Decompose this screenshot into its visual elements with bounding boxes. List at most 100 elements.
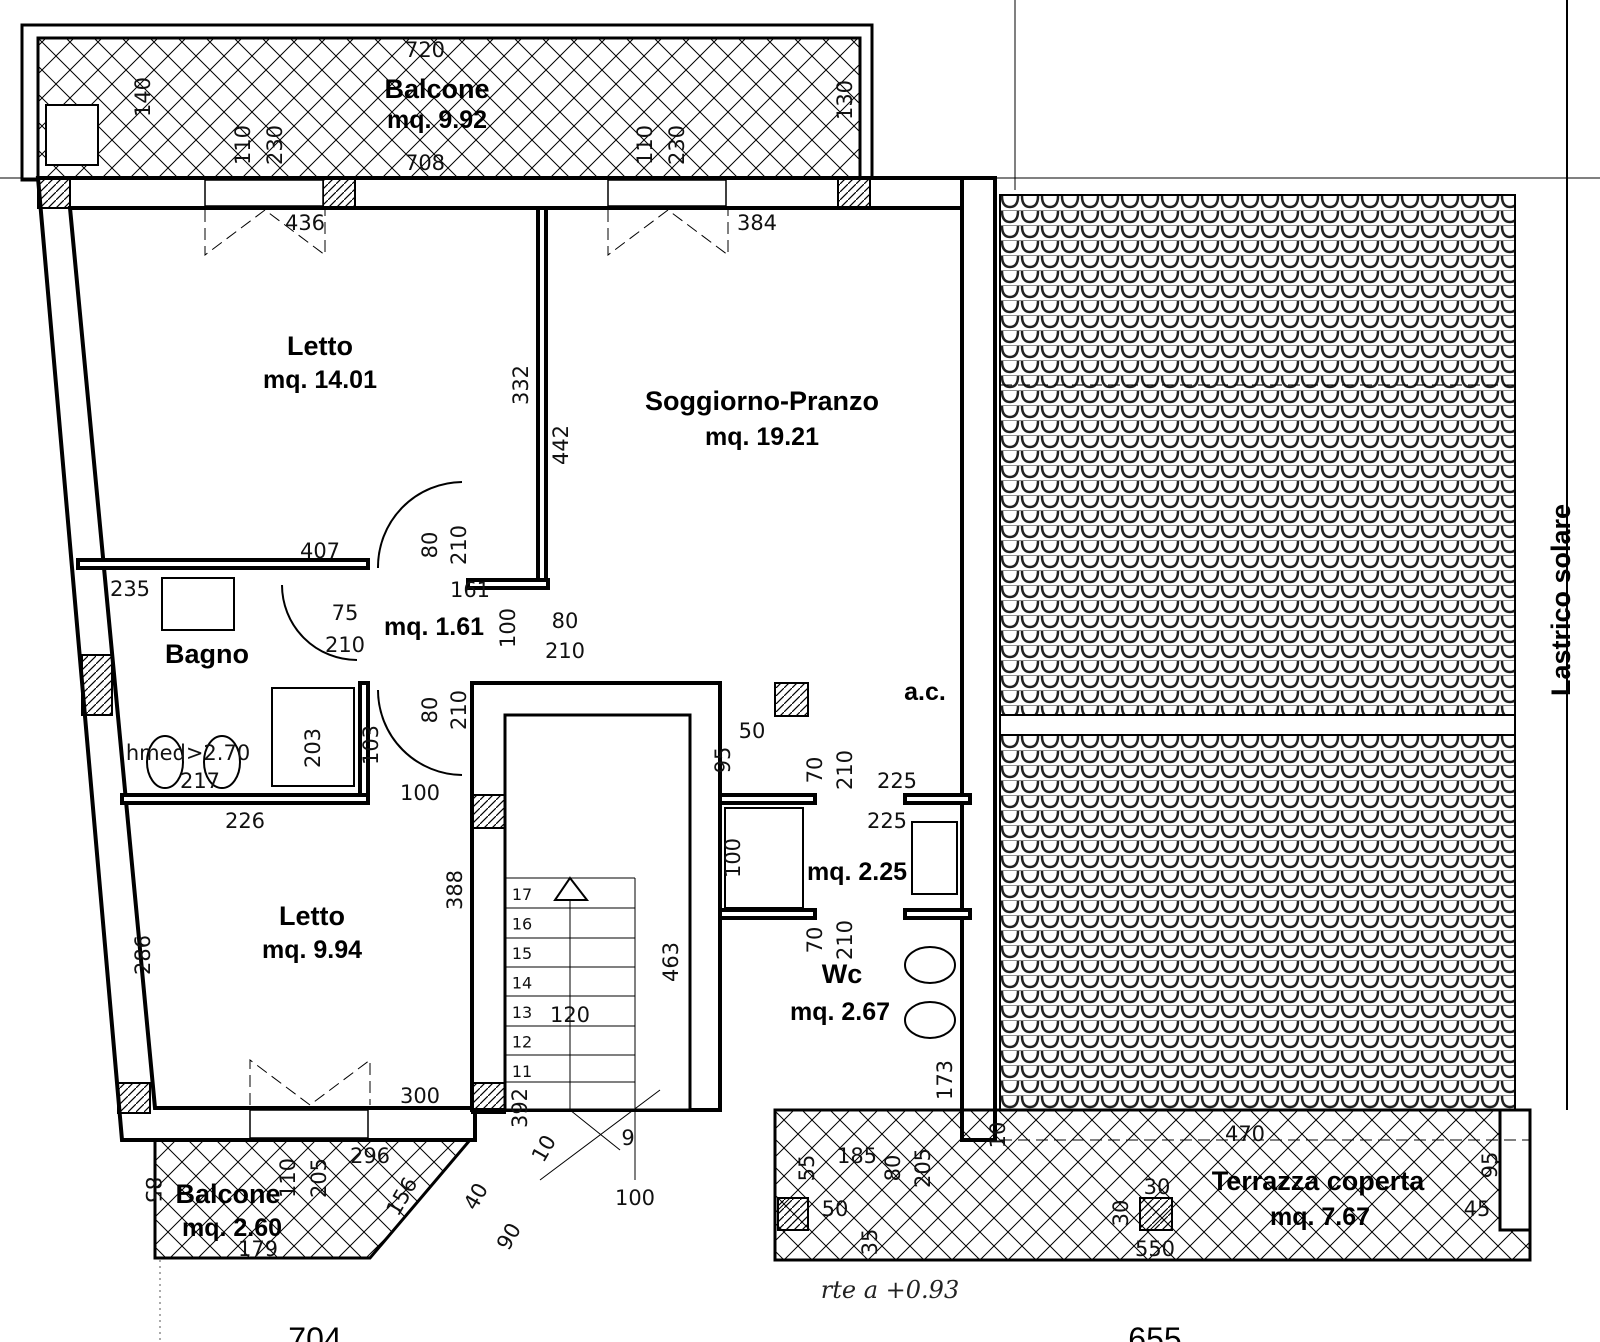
door-swing: [376, 481, 463, 569]
room-name-letto: Letto: [287, 331, 353, 361]
dimension-label: 392: [508, 1088, 532, 1128]
dimension-label: 75: [332, 601, 359, 625]
room-area-antibagno: mq. 2.25: [807, 858, 907, 886]
stair-step-number: 15: [512, 944, 532, 963]
dimension-label: 300: [400, 1084, 440, 1108]
dimension-label: 90: [492, 1219, 526, 1254]
dimension-label: 210: [325, 633, 365, 657]
dimension-label: 10: [986, 1122, 1010, 1149]
dimension-label: 110: [231, 125, 255, 165]
dimension-label: 235: [110, 577, 150, 601]
room-area-soggiorno: mq. 19.21: [705, 423, 819, 451]
dimension-label: 50: [739, 719, 766, 743]
dimension-label: 210: [833, 750, 857, 790]
room-area-balcone-2: mq. 2.60: [182, 1214, 282, 1242]
room-name-balcone-2: Balcone: [175, 1179, 280, 1209]
dimension-label: 85: [141, 1177, 165, 1204]
dimension-label: 9: [621, 1126, 634, 1150]
bidet-icon: [904, 946, 956, 984]
stair-step-number: 17: [512, 885, 532, 904]
dimension-label: 463: [659, 942, 683, 982]
dimension-label: 179: [238, 1237, 278, 1261]
balcony-bottom: [153, 1138, 474, 1260]
room-name-soggiorno: Soggiorno-Pranzo: [645, 386, 879, 416]
terrace: [773, 1108, 1532, 1262]
dimension-label: 210: [833, 920, 857, 960]
stair-step-number: 16: [512, 915, 532, 934]
window-swing: [249, 1059, 371, 1106]
dimension-label: 225: [867, 809, 907, 833]
dimension-label: 225: [877, 769, 917, 793]
dimension-label: 205: [307, 1158, 331, 1198]
dimension-label: 45: [1464, 1197, 1491, 1221]
dimension-label: 205: [911, 1148, 935, 1188]
stair-step-number: 12: [512, 1033, 532, 1052]
window-swing: [204, 209, 326, 256]
room-area-letto-2: mq. 9.94: [262, 936, 362, 964]
dimension-label: 384: [737, 211, 777, 235]
bath-sink-icon: [161, 577, 235, 631]
room-area-wc: mq. 2.67: [790, 998, 890, 1026]
dimension-label: 185: [837, 1144, 877, 1168]
walls: [35, 176, 997, 1181]
dimension-label: 70: [803, 927, 827, 954]
room-area-letto: mq. 14.01: [263, 366, 377, 394]
room-name-letto-2: Letto: [279, 901, 345, 931]
bottom-dimension: 704: [288, 1321, 341, 1342]
dimension-label: 30: [1109, 1200, 1133, 1227]
dimension-label: 296: [350, 1144, 390, 1168]
dimension-label: 110: [276, 1158, 300, 1198]
dimension-label: 210: [447, 690, 471, 730]
door-swing: [377, 689, 463, 776]
dimension-label: 173: [933, 1060, 957, 1100]
dimension-label: 70: [803, 757, 827, 784]
stair-step-number: 11: [512, 1062, 532, 1081]
dimension-label: 203: [301, 728, 325, 768]
dimension-label: 95: [1478, 1152, 1502, 1179]
dimension-label: 130: [833, 80, 857, 120]
dimension-label: 103: [359, 725, 383, 765]
bath-shower-icon: [271, 687, 355, 787]
dimension-label: 80: [418, 697, 442, 724]
dimension-label: 110: [633, 125, 657, 165]
dimension-label: 210: [447, 525, 471, 565]
dimension-label: hmed>2.70: [126, 741, 250, 765]
dimension-label: 332: [509, 365, 533, 405]
dimension-label: 436: [285, 211, 325, 235]
dimension-label: 55: [795, 1155, 819, 1182]
outdoor-unit-icon: [45, 104, 99, 166]
dimension-label: 210: [545, 639, 585, 663]
room-name-bagno: Bagno: [165, 639, 249, 669]
dimension-label: 10: [527, 1131, 561, 1166]
room-name-ac: a.c.: [904, 678, 946, 706]
dimension-label: 80: [881, 1155, 905, 1182]
level-note: rte a +0.93: [821, 1276, 959, 1304]
dimension-label: 35: [858, 1229, 882, 1256]
dimension-label: 100: [721, 838, 745, 878]
door-swing: [281, 584, 358, 661]
room-area-balcone: mq. 9.92: [387, 106, 487, 134]
dimension-label: 95: [711, 747, 735, 774]
dimension-label: 230: [665, 125, 689, 165]
dimension-label: 442: [549, 425, 573, 465]
pillar: [1139, 1197, 1173, 1231]
dimension-label: 30: [1144, 1175, 1171, 1199]
dimension-label: 50: [822, 1197, 849, 1221]
room-name-lastrico: Lastrico solare: [1546, 504, 1576, 696]
stair-step-number: 13: [512, 1003, 532, 1022]
balcony-top: [20, 23, 874, 182]
toilet-icon: [904, 1001, 956, 1039]
dimension-label: 217: [180, 769, 220, 793]
room-area-terrazza: mq. 7.67: [1270, 1203, 1370, 1231]
bath-bidet-icon: [203, 735, 241, 789]
dimension-label: 80: [418, 532, 442, 559]
sink-icon: [911, 821, 958, 895]
stair-direction-arrow-icon: [553, 876, 590, 901]
dimension-label: 100: [615, 1186, 655, 1210]
dimension-label: 100: [400, 781, 440, 805]
shower-icon: [724, 807, 804, 909]
pillar: [777, 1197, 809, 1231]
window-swing: [607, 209, 729, 256]
roof-tiles: [999, 194, 1516, 1111]
